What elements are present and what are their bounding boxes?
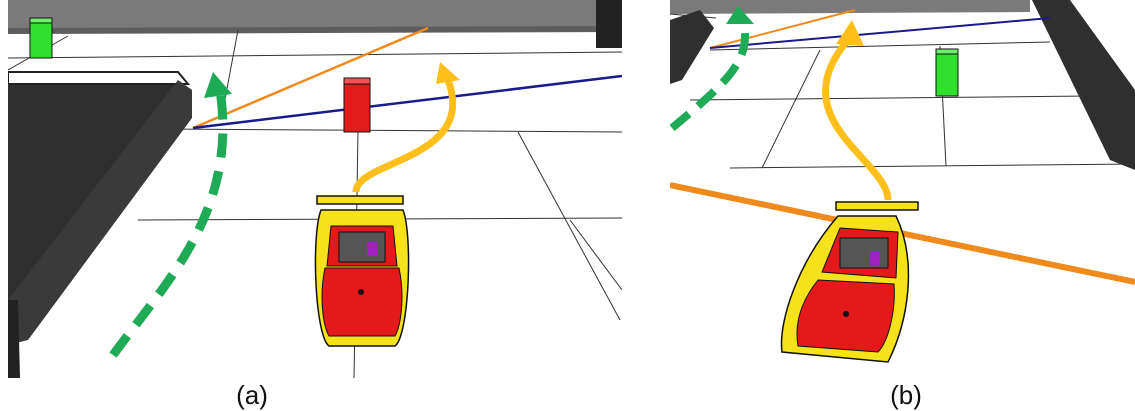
caption-a: (a) bbox=[212, 380, 292, 411]
car-icon bbox=[781, 202, 918, 362]
caption-b: (b) bbox=[866, 380, 946, 411]
corner-post bbox=[596, 0, 622, 48]
blue-ray bbox=[193, 76, 622, 128]
green-block bbox=[30, 18, 52, 58]
right-wall bbox=[1032, 0, 1135, 170]
left-wall bbox=[670, 10, 714, 84]
curved-arrow-icon bbox=[356, 80, 453, 192]
green-block bbox=[936, 49, 958, 96]
scene-a bbox=[8, 0, 622, 378]
panel-a bbox=[8, 0, 622, 378]
panel-b bbox=[670, 0, 1135, 378]
yellow-arrowhead bbox=[436, 62, 460, 84]
yellow-arrowhead bbox=[836, 20, 864, 46]
scene-b bbox=[670, 0, 1135, 378]
curved-arrow-icon bbox=[826, 40, 888, 200]
back-wall bbox=[8, 0, 622, 30]
red-block bbox=[344, 78, 370, 132]
car-icon bbox=[315, 196, 408, 346]
